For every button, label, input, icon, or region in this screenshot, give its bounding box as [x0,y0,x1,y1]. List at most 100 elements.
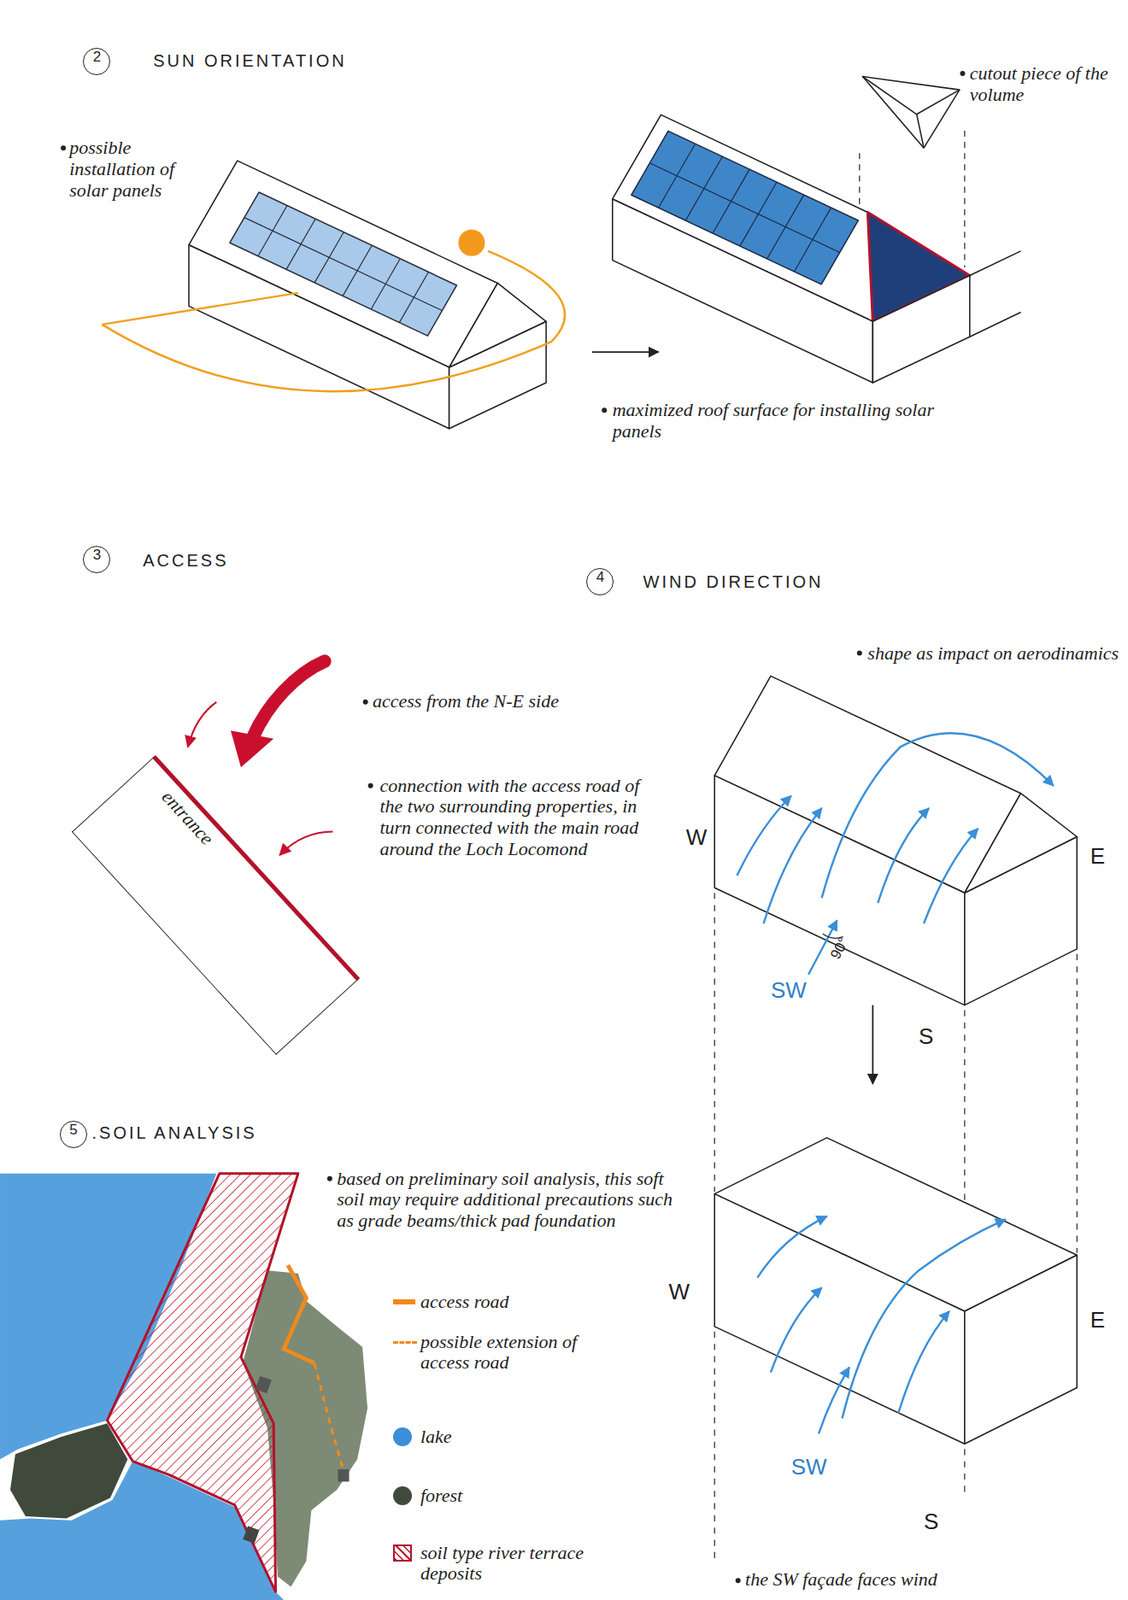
legend-text: possible extension of access road [420,1332,615,1374]
compass-label: E [1090,1307,1105,1334]
gable-house [188,245,450,429]
bullet-dot [60,145,66,151]
compass-label: SW [770,977,807,1005]
bullet-dot [363,699,369,705]
legend-row: access road [393,1292,615,1313]
wind-arrow [877,808,929,904]
bullet-dot [735,1578,741,1584]
annotation-note: possible installation of solar panels [69,137,184,201]
forest-area [10,1423,128,1519]
sun-path [101,251,565,392]
cutout-piece [862,76,959,149]
compass-label: W [686,824,708,852]
wind-arrow [763,808,823,924]
gable-house [188,160,547,429]
compass-label: 90° [827,934,853,963]
wind-arrow [842,1219,1006,1419]
access-arrow [279,832,333,856]
legend-swatch [393,1545,412,1563]
annotation-note: the SW façade faces wind [745,1569,1072,1592]
wind-flat-box [714,1194,965,1446]
section-heading: .SOIL ANALYSIS [92,1123,258,1144]
wind-arrow [757,1216,1005,1434]
wind-flat-box [964,1255,1077,1445]
callout-number: 3 [82,546,111,574]
projection-line [714,1332,716,1560]
legend-row: forest [393,1486,615,1507]
house-marker [242,1526,259,1545]
hipped-house [872,276,970,383]
legend-row: soil type river terrace deposits [393,1543,615,1585]
compass-label: SW [791,1454,828,1481]
road-extension [314,1363,343,1470]
bullet-dot [959,70,965,77]
annotation-note: maximized roof surface for installing so… [612,399,981,442]
section-heading: SUN ORIENTATION [152,51,347,71]
wind-gable-house [964,793,1077,893]
projection-line [714,893,1077,1560]
south-arrow [871,1005,874,1085]
section-heading: ACCESS [142,551,229,571]
annotation-note: based on preliminary soil analysis, this… [336,1169,689,1233]
wind-arrow [818,1368,850,1435]
projection-line [963,1449,965,1499]
compass-label: W [668,1279,690,1306]
legend-row: possible extension of access road [393,1332,615,1374]
annotation-note: shape as impact on aerodinamics [867,643,1123,665]
site-boundary [106,1174,298,1593]
transform-arrow [592,351,659,353]
annotation-note: cutout piece of the volume [969,63,1123,106]
legend-text: forest [420,1486,615,1507]
wind-arrow [770,1287,823,1373]
cutout-piece [859,130,965,268]
entrance-label: entrance [133,758,220,851]
wind-arrow [822,733,1054,899]
cutout-piece [859,76,965,268]
bullet-dot [327,1176,333,1182]
sun-path [101,251,565,392]
facade-plan: entrance [71,755,360,1055]
bullet-dot [601,407,607,413]
legend-swatch [393,1299,416,1305]
site-map [0,1174,368,1600]
hipped-house [612,114,1022,383]
wind-arrow [757,1216,827,1279]
legend-text: lake [420,1427,615,1448]
legend-swatch [393,1486,412,1506]
compass-label: E [1090,843,1105,870]
compass-label: S [923,1509,939,1536]
wind-gable-house [714,775,965,1006]
access-road [283,1265,315,1364]
wind-arrow [898,1311,950,1414]
access-arrow [252,661,325,737]
callout-number: 5 [59,1121,88,1149]
legend-text: soil type river terrace deposits [420,1543,615,1585]
projection-line [1076,954,1078,1254]
legend-row: lake [393,1427,615,1448]
wind-gable-house [714,675,1077,1005]
wind-flat-box [714,1138,1077,1445]
legend-swatch [393,1341,418,1345]
compass-label: S [918,1023,934,1051]
projection-line [714,893,716,1193]
bullet-dot [368,783,374,789]
sun-path [101,293,298,325]
hipped-house [969,251,1022,337]
legend-text: access road [420,1292,615,1313]
callout-number: 2 [82,47,111,76]
bullet-dot [857,651,863,657]
legend-swatch [393,1427,412,1447]
cutout-piece [862,76,959,149]
house-marker [255,1376,272,1395]
sun [458,229,485,257]
gable-house [449,282,547,368]
hipped-house [612,199,874,383]
wind-arrow [923,828,978,924]
annotation-note: connection with the access road of the t… [379,775,661,861]
section-heading: WIND DIRECTION [643,572,824,593]
annotation-note: access from the N-E side [372,691,567,713]
callout-number: 4 [586,568,614,596]
house-marker [337,1469,349,1482]
access-arrow [188,702,217,748]
